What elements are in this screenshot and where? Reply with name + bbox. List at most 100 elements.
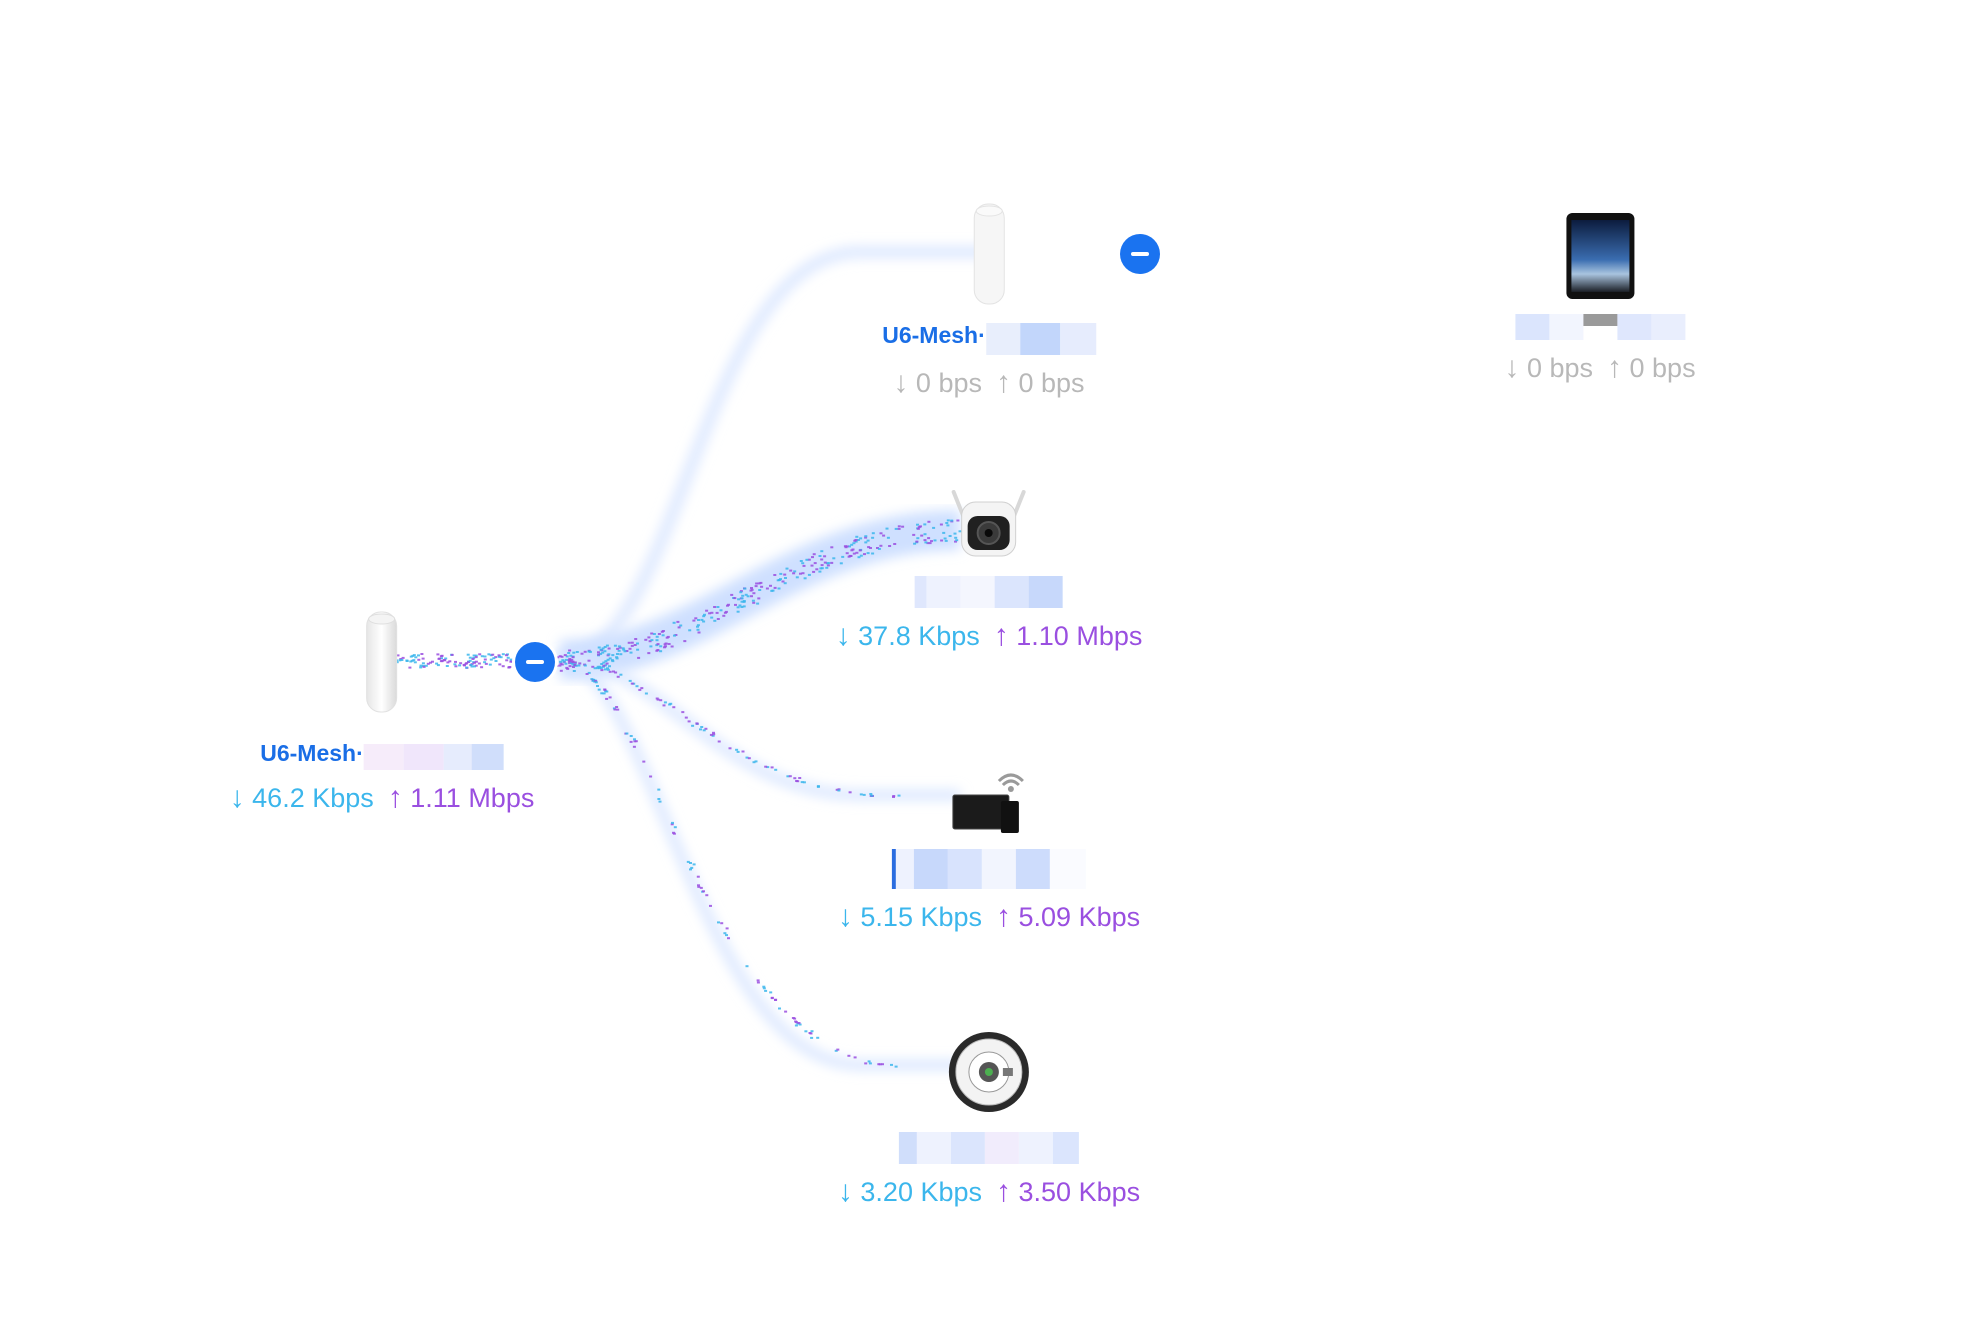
traffic-dot bbox=[591, 665, 595, 668]
traffic-dot bbox=[564, 662, 568, 665]
traffic-dot bbox=[603, 668, 607, 671]
traffic-dot bbox=[661, 634, 665, 637]
traffic-dot bbox=[601, 665, 605, 668]
traffic-dot bbox=[671, 821, 674, 824]
traffic-dot bbox=[793, 570, 797, 573]
traffic-dot bbox=[848, 791, 852, 794]
traffic-dot bbox=[483, 658, 487, 661]
traffic-dot bbox=[745, 965, 749, 968]
traffic-dot bbox=[812, 553, 816, 556]
collapse-button[interactable] bbox=[515, 642, 555, 682]
traffic-dot bbox=[940, 539, 944, 542]
traffic-dot bbox=[622, 648, 626, 651]
traffic-dot bbox=[556, 656, 560, 659]
traffic-dot bbox=[923, 539, 927, 542]
traffic-dot bbox=[696, 624, 700, 627]
traffic-dot bbox=[606, 668, 610, 671]
traffic-dot bbox=[783, 582, 787, 585]
download-rate: ↓ 0 bps bbox=[1504, 351, 1593, 384]
traffic-dot bbox=[573, 664, 577, 666]
traffic-dot bbox=[735, 748, 739, 751]
device-node-mesh2[interactable]: U6-Mesh· ↓ 0 bps↑ 0 bps bbox=[882, 202, 1096, 399]
traffic-dot bbox=[611, 654, 615, 657]
traffic-dot bbox=[736, 750, 740, 753]
traffic-dot bbox=[568, 662, 572, 665]
traffic-dot bbox=[616, 653, 619, 655]
traffic-dot bbox=[811, 556, 814, 559]
traffic-dot bbox=[700, 726, 704, 728]
traffic-dot bbox=[942, 531, 946, 534]
device-node-camera[interactable]: ↓ 37.8 Kbps↑ 1.10 Mbps bbox=[836, 490, 1142, 652]
traffic-dot bbox=[661, 630, 665, 632]
traffic-dot bbox=[568, 657, 572, 660]
collapse-button[interactable] bbox=[1120, 234, 1160, 274]
device-node-mesh1[interactable]: U6-Mesh· ↓ 46.2 Kbps↑ 1.11 Mbps bbox=[230, 610, 534, 814]
traffic-dot bbox=[506, 656, 510, 659]
traffic-dot bbox=[882, 534, 886, 537]
traffic-dot bbox=[681, 711, 685, 714]
traffic-dot bbox=[785, 567, 789, 570]
traffic-dot bbox=[440, 657, 443, 660]
traffic-dot bbox=[398, 659, 402, 662]
traffic-dot bbox=[628, 647, 632, 650]
traffic-dot bbox=[469, 663, 473, 666]
traffic-dot bbox=[736, 610, 740, 613]
traffic-dot bbox=[697, 885, 701, 888]
upload-rate: ↑ 0 bps bbox=[1607, 351, 1696, 384]
traffic-dot bbox=[820, 567, 824, 570]
redacted-name bbox=[985, 322, 1096, 355]
traffic-dot bbox=[781, 580, 785, 583]
traffic-dot bbox=[617, 649, 621, 652]
traffic-dot bbox=[784, 1010, 788, 1013]
traffic-dot bbox=[778, 1007, 781, 1010]
device-node-tablet[interactable]: ↓ 0 bps ↑ 0 bps bbox=[1504, 212, 1696, 384]
traffic-dot bbox=[793, 1017, 797, 1020]
traffic-dot bbox=[754, 760, 758, 763]
traffic-dot bbox=[816, 785, 820, 788]
traffic-dot bbox=[656, 698, 660, 701]
traffic-dot bbox=[499, 656, 503, 659]
traffic-dot bbox=[852, 542, 856, 545]
traffic-dot bbox=[625, 732, 629, 735]
upload-rate: ↑ 5.09 Kbps bbox=[996, 900, 1141, 933]
traffic-dot bbox=[946, 524, 950, 527]
traffic-dot bbox=[668, 703, 672, 706]
traffic-dot bbox=[670, 823, 674, 826]
traffic-dot bbox=[704, 727, 708, 730]
traffic-dot bbox=[926, 542, 930, 545]
traffic-dot bbox=[436, 664, 440, 667]
traffic-dot bbox=[606, 658, 610, 661]
traffic-dot bbox=[629, 740, 633, 743]
traffic-dot bbox=[615, 657, 619, 660]
traffic-dot bbox=[943, 537, 947, 540]
traffic-dot bbox=[480, 655, 484, 658]
traffic-dot bbox=[716, 618, 720, 620]
traffic-dot bbox=[597, 646, 601, 649]
traffic-dot bbox=[597, 653, 601, 656]
traffic-dot bbox=[615, 656, 619, 659]
traffic-dot bbox=[741, 594, 745, 597]
traffic-dot bbox=[587, 671, 591, 674]
traffic-dot bbox=[613, 644, 617, 647]
traffic-dot bbox=[845, 545, 849, 548]
traffic-dot bbox=[597, 667, 601, 670]
traffic-dot bbox=[603, 650, 607, 653]
traffic-dot bbox=[429, 661, 432, 664]
traffic-dot bbox=[709, 904, 712, 907]
traffic-dot bbox=[625, 650, 629, 652]
traffic-dot bbox=[572, 666, 575, 668]
traffic-dot bbox=[559, 662, 563, 665]
traffic-dot bbox=[702, 620, 706, 623]
traffic-dot bbox=[810, 1030, 814, 1033]
traffic-dot bbox=[850, 543, 854, 546]
traffic-dot bbox=[598, 665, 602, 668]
traffic-dot bbox=[867, 1060, 871, 1063]
traffic-dot bbox=[795, 1021, 798, 1024]
device-node-display[interactable]: ↓ 5.15 Kbps↑ 5.09 Kbps bbox=[838, 765, 1140, 933]
traffic-dot bbox=[596, 685, 599, 687]
device-node-robot[interactable]: ↓ 3.20 Kbps↑ 3.50 Kbps bbox=[838, 1030, 1140, 1208]
traffic-dot bbox=[886, 536, 890, 539]
traffic-dot bbox=[720, 922, 724, 925]
traffic-dot bbox=[571, 661, 575, 664]
traffic-dot bbox=[870, 794, 874, 797]
